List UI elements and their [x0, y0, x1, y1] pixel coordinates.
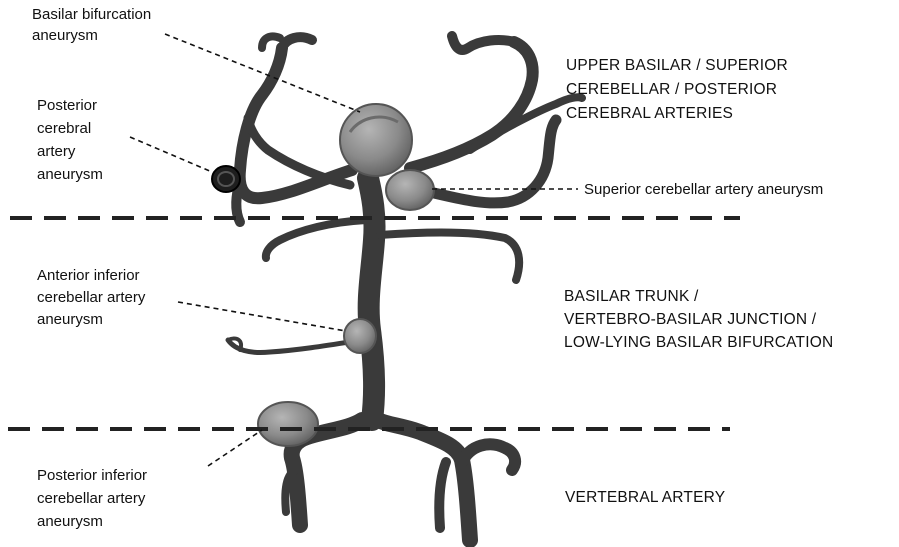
label-posterior-inferior: Posterior inferior cerebellar artery ane…: [37, 464, 147, 533]
leader-lines: [130, 34, 578, 466]
aica-left-branch: [228, 340, 362, 353]
posterior-cerebral-aneurysm: [212, 166, 240, 192]
region-middle: BASILAR TRUNK / VERTEBRO-BASILAR JUNCTIO…: [564, 285, 833, 354]
left-pca: [240, 48, 352, 198]
left-pca-top: [282, 37, 312, 48]
label-basilar-bifurcation: Basilar bifurcation aneurysm: [32, 4, 151, 46]
region-lower: VERTEBRAL ARTERY: [565, 486, 725, 510]
leader-anterior-inferior: [178, 302, 346, 331]
leader-posterior-cerebral: [130, 137, 212, 172]
label-posterior-cerebral: Posterior cerebral artery aneurysm: [37, 94, 103, 186]
basilar-bifurcation-aneurysm: [340, 104, 412, 176]
anterior-inferior-aneurysm: [344, 319, 376, 353]
posterior-inferior-aneurysm: [258, 402, 318, 446]
region-upper: UPPER BASILAR / SUPERIOR CEREBELLAR / PO…: [566, 54, 788, 126]
basilar-trunk: [368, 178, 375, 420]
vessel-tree: [228, 36, 582, 540]
mid-left-branch: [266, 220, 366, 258]
right-vertebral-branch: [439, 462, 446, 528]
mid-right-branch: [380, 232, 519, 280]
right-pca-top: [452, 36, 514, 50]
label-superior-cerebellar: Superior cerebellar artery aneurysm: [584, 179, 823, 200]
label-anterior-inferior: Anterior inferior cerebellar artery aneu…: [37, 265, 145, 331]
right-vertebral-artery: [378, 420, 470, 540]
leader-posterior-inferior: [208, 430, 262, 466]
superior-cerebellar-aneurysm: [386, 170, 434, 210]
